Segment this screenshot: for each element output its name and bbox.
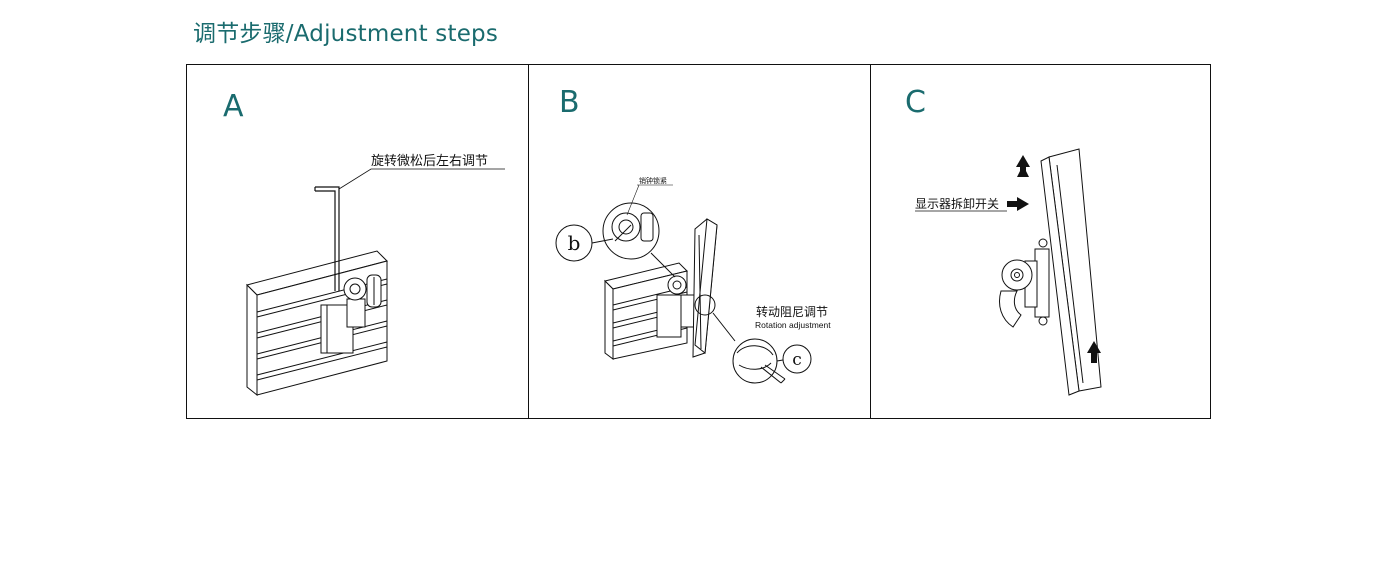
- panel-a-illustration: 旋转微松后左右调节: [246, 154, 505, 397]
- monitor: [1040, 148, 1102, 396]
- arrow-up-icon: [1087, 341, 1101, 363]
- arrow-right-icon: [1007, 197, 1029, 211]
- panel-b-illustration: b c 销钟锁紧 转动阻尼调节 Rotation adjustment: [555, 176, 831, 384]
- panel-b-small-label: 销钟锁紧: [639, 176, 667, 185]
- panel-a-label: 旋转微松后左右调节: [371, 154, 488, 169]
- detail-magnifier-b: [602, 202, 676, 278]
- panel-b-letter: B: [559, 85, 580, 120]
- slatwall-panel: [604, 262, 688, 360]
- allen-key: [314, 186, 340, 291]
- panel-divider: [528, 65, 529, 418]
- panel-divider: [870, 65, 871, 418]
- slatwall-panel: [246, 250, 388, 397]
- mount-bracket: [320, 274, 382, 354]
- arrow-up-icon: [1016, 155, 1030, 177]
- panel-c-label: 显示器拆卸开关: [915, 196, 999, 211]
- arm-joint: [999, 259, 1033, 328]
- callout-c-label: c: [792, 350, 802, 370]
- panel-c-letter: C: [905, 85, 926, 120]
- panel-b-label-cn: 转动阻尼调节: [756, 304, 828, 319]
- panel-c-illustration: 显示器拆卸开关: [915, 148, 1102, 396]
- leader-line: [338, 168, 505, 190]
- callout-c-circle: [782, 344, 812, 374]
- steps-frame: A B C: [186, 64, 1211, 419]
- page-title: 调节步骤/Adjustment steps: [193, 21, 499, 47]
- monitor: [692, 218, 718, 358]
- callout-b-label: b: [568, 231, 581, 255]
- panel-b-label-en: Rotation adjustment: [755, 320, 831, 330]
- panel-a-letter: A: [223, 89, 244, 124]
